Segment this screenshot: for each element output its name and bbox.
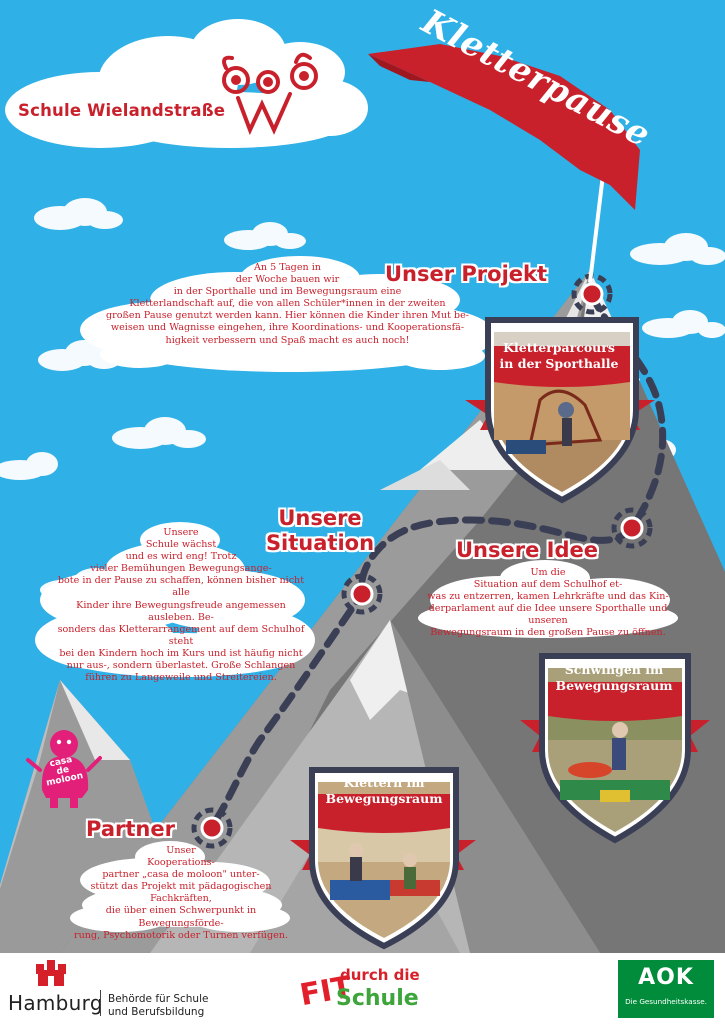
text-line: nur aus-, sondern überlastet. Große Schl…: [66, 660, 296, 672]
text-cloud: [80, 256, 495, 372]
cloud: [630, 233, 725, 265]
heading-line: Unsere: [278, 506, 362, 530]
school-name: Schule Wielandstraße: [18, 101, 226, 120]
flag-banner: [368, 44, 640, 210]
cloud: [642, 310, 725, 338]
badge-title-line: Schwingen im: [564, 662, 664, 677]
text-line: Unsere: [163, 527, 199, 538]
text-line: die über einen Schwerpunkt in Bewegungsf…: [105, 905, 257, 929]
text-line: Unser: [166, 845, 196, 856]
cloud: [112, 417, 206, 449]
text-line: Kooperations-: [147, 857, 215, 869]
text-line: großen Pause genutzt werden kann. Hier k…: [105, 310, 469, 322]
badge-title-klettern: Klettern im Bewegungsraum: [318, 775, 450, 807]
badge-title-line: Klettern im: [343, 775, 425, 790]
text-unsere-situation: Unsere Schule wächst und es wird eng! Tr…: [52, 527, 310, 684]
badge-title-line: Kletterparcours: [503, 340, 615, 355]
school-cloud: [5, 19, 368, 148]
fit-logo-schule: Schule: [336, 986, 419, 1011]
text-line: Kinder ihre Bewegungsfreude angemessen a…: [76, 599, 286, 623]
text-line: in der Sporthalle und im Bewegungsraum e…: [173, 286, 402, 298]
sky-clouds: [0, 198, 725, 601]
text-line: der Woche bauen wir: [235, 274, 340, 286]
text-line: higkeit verbessern und Spaß macht es auc…: [165, 334, 410, 346]
text-line: stützt das Projekt mit pädagogischen Fac…: [90, 881, 272, 905]
text-unser-projekt: An 5 Tagen in der Woche bauen wir in der…: [90, 262, 485, 347]
hamburg-castle-icon: [36, 960, 66, 986]
text-cloud: [418, 560, 678, 638]
text-line: Bewegungsraum in den großen Pause zu öff…: [430, 627, 666, 639]
aok-logo-mark: AOK: [638, 965, 694, 990]
department-line: und Berufsbildung: [108, 1005, 205, 1018]
badge-title-kletterparcours: Kletterparcours in der Sporthalle: [492, 340, 626, 372]
text-line: partner „casa de moloon" unter-: [102, 869, 260, 881]
text-line: führen zu Langeweile und Streitereien.: [85, 672, 277, 684]
text-line: vieler Bemühungen Bewegungsange-: [90, 563, 272, 575]
department-line: Behörde für Schule: [108, 993, 209, 1005]
trail-marker: [200, 282, 644, 840]
photo-badge-schwingen: [520, 653, 710, 844]
hamburg-wordmark: Hamburg: [8, 991, 103, 1015]
badge-title-line: Bewegungsraum: [555, 678, 673, 693]
text-line: weisen und Wagnisse eingehen, ihre Koord…: [110, 322, 465, 334]
fit-logo-durch: durch die: [340, 966, 420, 984]
text-line: und es wird eng! Trotz: [125, 551, 237, 563]
cloud: [224, 222, 306, 250]
hamburg-department: Behörde für Schule und Berufsbildung: [108, 993, 228, 1018]
text-line: Schule wächst: [145, 539, 217, 551]
heading-unsere-situation: Unsere Situation: [250, 506, 390, 556]
text-line: rung, Psychomotorik oder Turnen verfügen…: [73, 929, 288, 941]
heading-unser-projekt: Unser Projekt: [385, 262, 548, 286]
text-line: was zu entzerren, kamen Lehrkräfte und d…: [427, 591, 669, 603]
text-unsere-idee: Um die Situation auf dem Schulhof et- wa…: [420, 567, 676, 640]
badge-title-line: in der Sporthalle: [499, 356, 619, 371]
aok-logo-tagline: Die Gesundheitskasse.: [625, 997, 707, 1006]
badge-title-line: Bewegungsraum: [325, 791, 443, 806]
text-line: bei den Kindern hoch im Kurs und ist häu…: [59, 647, 303, 659]
badge-title-schwingen: Schwingen im Bewegungsraum: [546, 662, 682, 694]
text-line: Kletterlandschaft auf, die von allen Sch…: [129, 298, 446, 310]
text-line: bote in der Pause zu schaffen, können bi…: [57, 575, 305, 599]
text-partner: Unser Kooperations- partner „casa de mol…: [72, 845, 290, 942]
text-line: Situation auf dem Schulhof et-: [473, 579, 623, 591]
trail-path: [208, 290, 667, 830]
heading-partner: Partner: [86, 817, 175, 841]
cloud: [34, 198, 123, 230]
text-line: sonders das Kletterarrangement auf dem S…: [57, 623, 305, 647]
flag-banner-shade: [368, 54, 430, 82]
aok-logo: [618, 960, 714, 1018]
photo-badge-klettern: [290, 767, 476, 950]
footer-divider: [100, 990, 101, 1016]
text-cloud: [70, 841, 290, 932]
text-line: Um die: [530, 567, 566, 578]
scene-illustration: [0, 19, 725, 953]
casa-de-moloon-logo-icon: [26, 730, 102, 808]
cloud: [38, 340, 120, 371]
footer: [0, 953, 725, 1024]
heading-unsere-idee: Unsere Idee: [456, 538, 598, 562]
heading-line: Situation: [265, 531, 375, 555]
cloud: [0, 452, 58, 480]
text-cloud: [35, 522, 315, 677]
photo-badge-kletterparcours: [465, 317, 655, 504]
school-logo-icon: [222, 52, 318, 136]
text-line: An 5 Tagen in: [254, 262, 321, 273]
text-line: derparlament auf die Idee unsere Sportha…: [428, 603, 668, 627]
